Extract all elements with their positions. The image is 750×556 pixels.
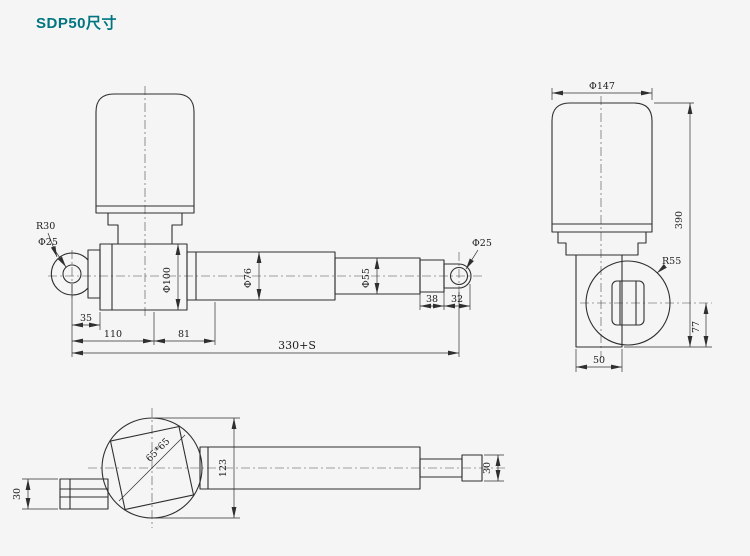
dim-label-phi100: Φ100 — [162, 267, 173, 293]
dim-77: 77 — [691, 303, 709, 347]
dim-label-total: 330+S — [278, 339, 316, 352]
page-title: SDP50尺寸 — [36, 15, 118, 32]
dim-label-r55: R55 — [662, 256, 681, 267]
rear-clevis-lug — [50, 252, 89, 296]
gear-housing-circle — [585, 260, 671, 346]
dim-label-square: 65*65 — [144, 436, 172, 464]
side-view: Φ100 Φ76 Φ55 R30 Φ25 Φ25 — [36, 86, 492, 357]
dim-390: 390 — [674, 103, 693, 347]
dim-110: 110 — [72, 329, 154, 344]
drive-insert — [611, 280, 645, 326]
dim-phi55: Φ55 — [361, 258, 380, 294]
leader-line — [656, 264, 667, 274]
rear-clevis-fork — [59, 478, 109, 510]
dim-phi76: Φ76 — [243, 252, 262, 300]
callout-phi25-right: Φ25 — [465, 238, 492, 270]
dim-123: 123 — [218, 418, 237, 518]
top-view: 65*65 123 30 30 — [12, 408, 508, 528]
dim-50: 50 — [576, 355, 622, 370]
dim-35: 35 — [72, 313, 100, 328]
dim-38: 38 — [420, 294, 444, 309]
leader-line — [47, 232, 58, 258]
gear-housing — [99, 243, 188, 311]
dim-label-81: 81 — [178, 329, 190, 340]
front-view: Φ147 390 77 50 R55 — [551, 81, 712, 372]
square-housing — [109, 425, 195, 511]
square-diagonal-line — [118, 434, 186, 502]
leader-line — [53, 248, 67, 268]
dim-phi147: Φ147 — [552, 81, 652, 96]
body-tube — [575, 254, 623, 348]
callout-r55: R55 — [656, 256, 681, 274]
dim-label-r30: R30 — [36, 221, 55, 232]
rear-eye-hole — [62, 264, 82, 284]
dim-label-110: 110 — [104, 329, 122, 340]
dim-label-390: 390 — [674, 211, 685, 229]
dim-label-35: 35 — [80, 313, 92, 324]
dim-label-phi147: Φ147 — [589, 81, 615, 92]
square-outline — [109, 425, 195, 511]
dim-label-phi25-right: Φ25 — [472, 238, 492, 249]
front-clevis-lug — [443, 263, 472, 289]
motor-flange-steps — [557, 231, 647, 256]
dim-label-123: 123 — [218, 459, 229, 477]
dim-label-phi76: Φ76 — [243, 268, 254, 288]
motor-outline — [95, 93, 195, 214]
dim-phi100: Φ100 — [162, 244, 181, 310]
dim-32: 32 — [444, 294, 470, 309]
leader-line — [465, 249, 479, 270]
callout-phi25-left: Φ25 — [38, 237, 67, 268]
dim-total-stroke: 330+S — [72, 339, 459, 356]
dim-label-phi25-left: Φ25 — [38, 237, 58, 248]
dim-30-left: 30 — [12, 479, 31, 509]
rear-mount-plate — [87, 249, 101, 299]
dim-label-30-right: 30 — [482, 462, 493, 474]
dim-81: 81 — [154, 329, 215, 344]
front-eye-hole — [449, 266, 469, 286]
dim-30-right: 30 — [482, 455, 501, 481]
gear-housing-circle — [101, 417, 203, 519]
rod-end-piece — [461, 454, 483, 482]
dim-label-77: 77 — [691, 321, 702, 333]
dim-label-30-left: 30 — [12, 488, 23, 500]
dim-label-32: 32 — [451, 294, 463, 305]
motor-outline — [551, 102, 653, 233]
dim-label-38: 38 — [426, 294, 438, 305]
dim-label-50: 50 — [593, 355, 605, 366]
dim-label-phi55: Φ55 — [361, 268, 372, 288]
callout-r30: R30 — [36, 221, 58, 258]
